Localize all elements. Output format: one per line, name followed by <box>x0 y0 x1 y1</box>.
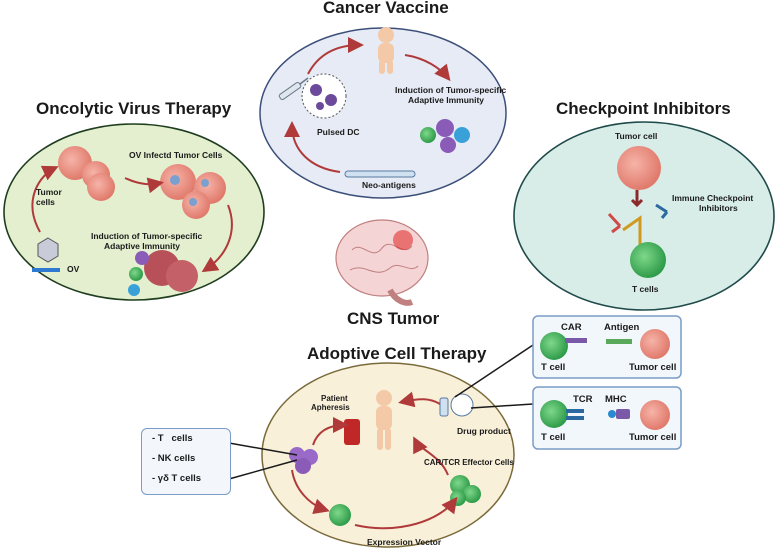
ici-label-line2: Inhibitors <box>699 203 738 213</box>
blood-bag-icon <box>344 419 360 445</box>
tumor-cells-icon <box>58 146 115 201</box>
oncolytic-induction-line1: Induction of Tumor-specific <box>91 231 203 241</box>
vector-cell-icon <box>329 504 351 526</box>
patient-label-line1: Patient <box>321 394 348 403</box>
mhc-icon <box>608 409 630 419</box>
tcr-label: TCR <box>573 394 593 405</box>
cell-type-item: - T cells <box>152 433 193 444</box>
pulsed-dc-label: Pulsed DC <box>317 127 360 137</box>
mhc-label: MHC <box>605 394 627 405</box>
cell-type-list: - T cells - NK cells - γδ T cells <box>141 428 231 495</box>
checkpoint-tumor-cell-label: Tumor cell <box>615 131 658 141</box>
antibodies-icon <box>607 190 669 245</box>
cell-type-item: - γδ T cells <box>152 473 202 484</box>
oncolytic-induction-line2: Adaptive Immunity <box>104 241 181 251</box>
harvested-cells-icon <box>289 447 318 474</box>
tcr-box <box>532 386 682 450</box>
tcr-t-cell-label: T cell <box>541 432 566 443</box>
syringe-icon <box>278 77 309 101</box>
neo-antigens-label: Neo-antigens <box>362 180 416 190</box>
tcr-t-cell-icon <box>540 400 584 428</box>
tcr-tumor-cell-icon <box>640 400 670 430</box>
effector-cells-icon <box>450 475 481 506</box>
checkpoint-title: Checkpoint Inhibitors <box>556 99 731 118</box>
car-tumor-cell-label: Tumor cell <box>629 362 677 373</box>
car-tumor-cell-icon <box>640 329 670 359</box>
antigen-icon <box>606 339 632 344</box>
virus-icon <box>32 237 60 272</box>
car-t-cell-label: T cell <box>541 362 566 373</box>
car-label: CAR <box>561 322 582 333</box>
expression-vector-label: Expression Vector <box>367 537 442 547</box>
drug-product-icon <box>439 393 474 417</box>
pulsed-dc-circle <box>301 73 347 119</box>
tcr-tumor-cell-label: Tumor cell <box>629 432 677 443</box>
tumor-cells-label-line1: Tumor <box>36 187 62 197</box>
adoptive-title: Adoptive Cell Therapy <box>307 344 487 363</box>
cns-tumor-title: CNS Tumor <box>347 309 440 328</box>
ov-label: OV <box>67 264 80 274</box>
oncolytic-title: Oncolytic Virus Therapy <box>36 99 232 118</box>
checkpoint-t-cells-label: T cells <box>632 284 659 294</box>
patient-label-line2: Apheresis <box>311 403 350 412</box>
brain-icon <box>335 219 429 306</box>
child-icon <box>378 27 394 74</box>
effector-cells-label: CAR/TCR Effector Cells <box>424 458 514 467</box>
vaccine-induction-line2: Adaptive Immunity <box>408 95 485 105</box>
checkpoint-tumor-cell-icon <box>617 146 661 190</box>
immune-cells-icon <box>420 119 470 153</box>
patient-icon <box>376 390 392 450</box>
tumor-mass-icon <box>128 250 198 296</box>
cell-type-item: - NK cells <box>152 453 196 464</box>
antigen-label: Antigen <box>604 322 640 333</box>
infected-tumor-cells-icon <box>160 164 226 219</box>
car-box <box>532 315 682 379</box>
vaccine-induction-line1: Induction of Tumor-specific <box>395 85 507 95</box>
tumor-cells-label-line2: cells <box>36 197 55 207</box>
ov-infected-label: OV Infectd Tumor Cells <box>129 150 223 160</box>
cancer-vaccine-title: Cancer Vaccine <box>323 0 449 17</box>
ici-label-line1: Immune Checkpoint <box>672 193 754 203</box>
car-t-cell-icon <box>540 332 587 360</box>
dendritic-cells <box>310 84 337 110</box>
checkpoint-t-cell-icon <box>630 242 666 278</box>
checkpoint-ellipse <box>513 121 775 311</box>
neo-antigen-strip <box>344 170 416 178</box>
drug-product-label: Drug product <box>457 426 511 436</box>
